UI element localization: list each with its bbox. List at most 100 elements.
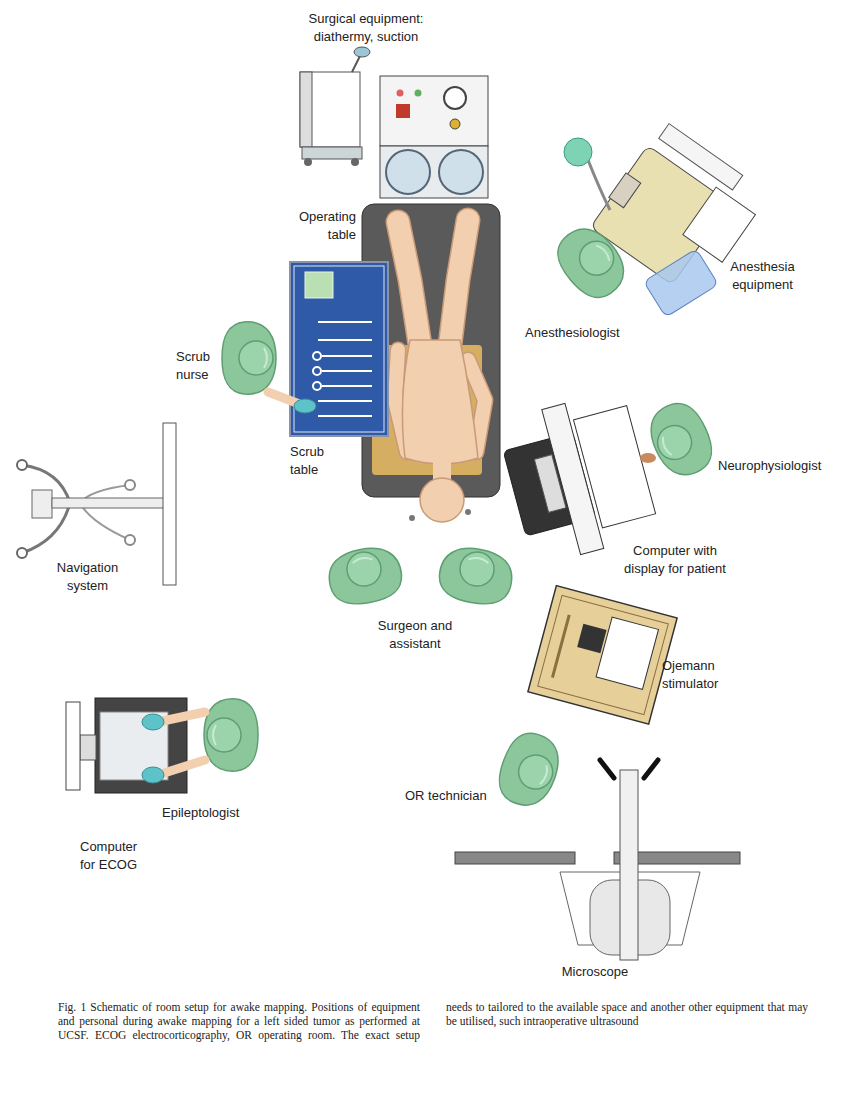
leg	[398, 222, 420, 345]
scrub-table	[290, 262, 388, 436]
equipment-label: Computer for ECOG	[80, 838, 150, 874]
nav-marker	[125, 480, 135, 490]
scrub-tray	[290, 262, 388, 436]
leg-outline	[450, 220, 468, 345]
instrument	[318, 415, 372, 417]
torso	[402, 340, 478, 464]
ecog-cart	[95, 698, 187, 793]
equipment-label: Operating table	[280, 208, 356, 244]
breathing-tube	[588, 160, 610, 210]
knob	[450, 119, 460, 129]
switch	[396, 104, 410, 118]
breathing-bag	[644, 249, 719, 317]
instrument-ring	[313, 352, 321, 360]
wheel	[304, 158, 312, 166]
case-rim	[538, 595, 669, 714]
instrument	[318, 400, 372, 402]
equipment-label: Computer with display for patient	[613, 542, 737, 578]
epileptologist-arm	[158, 760, 205, 775]
surgeon-figure	[325, 543, 406, 609]
nav-marker	[17, 460, 27, 470]
diathermy-holder	[354, 47, 370, 57]
diathermy-arm	[352, 56, 360, 72]
head	[420, 478, 464, 522]
figure-caption: Fig. 1 Schematic of room setup for awake…	[58, 1000, 808, 1042]
nav-arm	[80, 485, 130, 540]
eyepiece	[600, 760, 614, 778]
leg-outline	[398, 222, 420, 345]
nav-marker	[17, 548, 27, 558]
canister	[439, 150, 483, 194]
diathermy-unit	[300, 47, 370, 166]
keyboard	[534, 455, 566, 513]
head-pin	[409, 515, 415, 521]
patient-computer	[495, 388, 660, 567]
stimulator-knobs	[577, 624, 606, 653]
equipment-label: Neurophysiologist	[718, 457, 843, 475]
wheel	[351, 158, 359, 166]
anesthesiologist-figure	[547, 218, 635, 308]
scrub-nurse-figure	[222, 322, 276, 394]
stimulator-panel	[596, 617, 658, 689]
computer-screen	[573, 406, 655, 528]
epileptologist-arm	[158, 712, 205, 722]
equipment-label: Microscope	[550, 963, 640, 981]
microscope-arm	[455, 852, 575, 864]
machine-shelf	[659, 124, 743, 190]
nav-marker	[125, 535, 135, 545]
vaporizer	[609, 173, 641, 208]
diathermy-base	[302, 147, 362, 159]
microscope	[455, 760, 740, 960]
equipment-label: Anesthesiologist	[525, 324, 645, 342]
monitor-stand	[80, 735, 96, 760]
equipment-label: Scrub nurse	[176, 348, 226, 384]
canister	[386, 150, 430, 194]
mask	[564, 138, 592, 166]
hand	[640, 453, 656, 463]
equipment-label: Surgical equipment: diathermy, suction	[296, 10, 436, 46]
stimulator-case	[528, 586, 677, 725]
ecog-computer	[66, 698, 187, 793]
glove	[142, 714, 164, 730]
stimulator-handle	[552, 615, 569, 678]
suction-unit	[380, 76, 488, 198]
instrument	[318, 339, 372, 341]
nav-arm	[22, 465, 70, 553]
equipment-label: Epileptologist	[162, 804, 262, 822]
glove	[294, 399, 316, 413]
assistant-figure	[436, 543, 517, 609]
indicator-light	[415, 90, 422, 97]
or-technician-figure	[491, 726, 566, 812]
nav-boom	[52, 498, 164, 508]
instrument	[322, 385, 372, 387]
equipment-label: OR technician	[405, 787, 505, 805]
gauge	[444, 87, 466, 109]
equipment-label: Anesthesia equipment	[715, 258, 810, 294]
indicator-light	[397, 90, 404, 97]
epileptologist-figure	[204, 699, 258, 771]
tray-pad	[305, 272, 333, 298]
equipment-label: Surgeon and assistant	[355, 617, 475, 653]
equipment-label: Navigation system	[40, 559, 135, 595]
patient	[395, 220, 485, 522]
suction-panel	[380, 76, 488, 146]
ojemann-stimulator	[528, 586, 677, 725]
nav-camera	[32, 490, 52, 518]
diathermy-body	[300, 72, 360, 147]
nav-screen	[163, 423, 176, 585]
instrument	[322, 355, 372, 357]
neurophysiologist-figure	[641, 395, 720, 483]
tray-border	[294, 266, 384, 432]
microscope-column	[620, 770, 638, 960]
instrument-ring	[313, 382, 321, 390]
instruments	[313, 322, 372, 416]
instrument-ring	[313, 367, 321, 375]
canister-tray	[380, 146, 488, 198]
equipment-label: Ojemann stimulator	[662, 657, 742, 693]
head-pin	[465, 509, 471, 515]
diathermy-side	[300, 72, 312, 147]
instrument	[322, 370, 372, 372]
